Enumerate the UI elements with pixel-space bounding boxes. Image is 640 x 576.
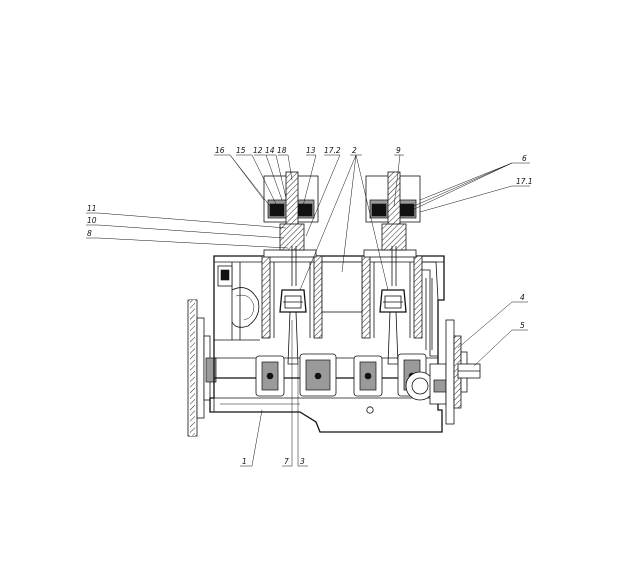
callout-3: 3	[300, 457, 305, 466]
connecting-rod-right	[387, 311, 399, 365]
callout-16: 16	[215, 146, 225, 155]
connecting-rod-left	[287, 311, 299, 365]
cylinder-head-left	[263, 171, 319, 286]
piston-right	[379, 289, 407, 313]
callout-9: 9	[396, 146, 401, 155]
callout-6: 6	[522, 154, 527, 163]
callout-14: 14	[265, 146, 275, 155]
callout-1: 1	[242, 457, 247, 466]
callout-13: 13	[306, 146, 316, 155]
callout-12: 12	[253, 146, 263, 155]
callout-10: 10	[87, 216, 97, 225]
leader-lines	[86, 154, 530, 467]
crankshaft	[214, 353, 447, 405]
callout-15: 15	[236, 146, 246, 155]
cylinder-head-right	[365, 171, 421, 286]
callout-labels: 16 15 12 14 18 13 17.2 2 9 6 17.1 11 10 …	[87, 146, 533, 466]
flywheel	[187, 299, 217, 437]
callout-18: 18	[277, 146, 287, 155]
crankcase-block	[209, 249, 445, 433]
piston-left	[279, 289, 307, 313]
callout-4: 4	[520, 293, 525, 302]
crank-pulley	[445, 319, 481, 425]
callout-8: 8	[87, 229, 92, 238]
callout-7: 7	[284, 457, 289, 466]
callout-17-2: 17.2	[324, 146, 341, 155]
callout-17-1: 17.1	[516, 177, 533, 186]
callout-2: 2	[352, 146, 357, 155]
callout-5: 5	[520, 321, 525, 330]
callout-11: 11	[87, 204, 97, 213]
